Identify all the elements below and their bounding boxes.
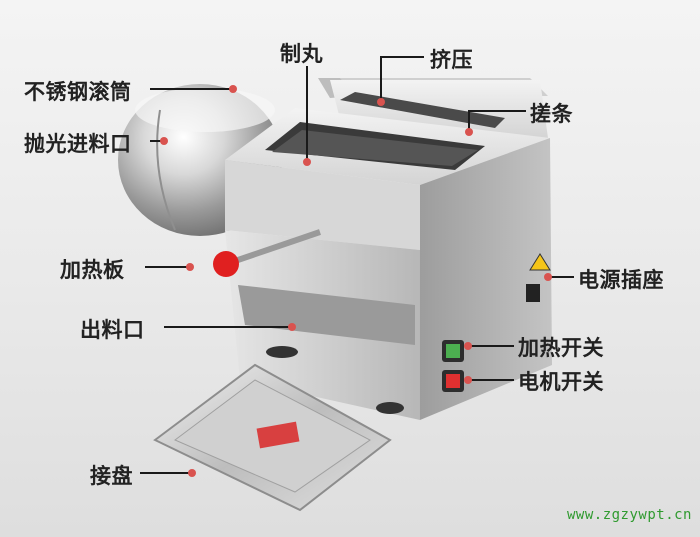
pointer-heating-switch	[464, 342, 472, 350]
pointer-outlet	[288, 323, 296, 331]
leader-strip-rolling-down	[468, 110, 470, 130]
label-extrusion: 挤压	[430, 48, 473, 72]
label-polish-inlet: 抛光进料口	[24, 132, 132, 156]
leader-drum	[150, 88, 232, 90]
label-heating-switch: 加热开关	[518, 336, 604, 360]
label-heating-plate: 加热板	[60, 258, 125, 282]
leader-outlet	[164, 326, 292, 328]
leader-motor-switch	[468, 379, 514, 381]
watermark-text: www.zgzywpt.cn	[566, 507, 692, 523]
leader-strip-rolling	[468, 110, 526, 112]
label-pill-making: 制丸	[280, 42, 323, 66]
leader-heating-plate	[145, 266, 190, 268]
label-strip-rolling: 搓条	[530, 102, 573, 126]
label-motor-switch: 电机开关	[518, 370, 604, 394]
leader-receiving-tray	[140, 472, 192, 474]
pill-machine-body	[213, 78, 552, 420]
pointer-drum	[229, 85, 237, 93]
label-outlet: 出料口	[80, 318, 145, 342]
pointer-receiving-tray	[188, 469, 196, 477]
label-receiving-tray: 接盘	[90, 464, 133, 488]
leader-power-socket	[548, 276, 574, 278]
pointer-motor-switch	[464, 376, 472, 384]
leader-pill-making	[306, 66, 308, 162]
leader-polish-inlet	[150, 140, 164, 142]
label-power-socket: 电源插座	[578, 268, 664, 292]
pointer-polish-inlet	[160, 137, 168, 145]
pointer-strip-rolling	[465, 128, 473, 136]
leader-extrusion-down	[380, 56, 382, 100]
pointer-pill-making	[303, 158, 311, 166]
leader-extrusion	[380, 56, 424, 58]
pointer-extrusion	[377, 98, 385, 106]
pointer-heating-plate	[186, 263, 194, 271]
receiving-tray	[153, 363, 392, 512]
leader-heating-switch	[468, 345, 514, 347]
pointer-power-socket	[544, 273, 552, 281]
label-drum: 不锈钢滚筒	[24, 80, 132, 104]
